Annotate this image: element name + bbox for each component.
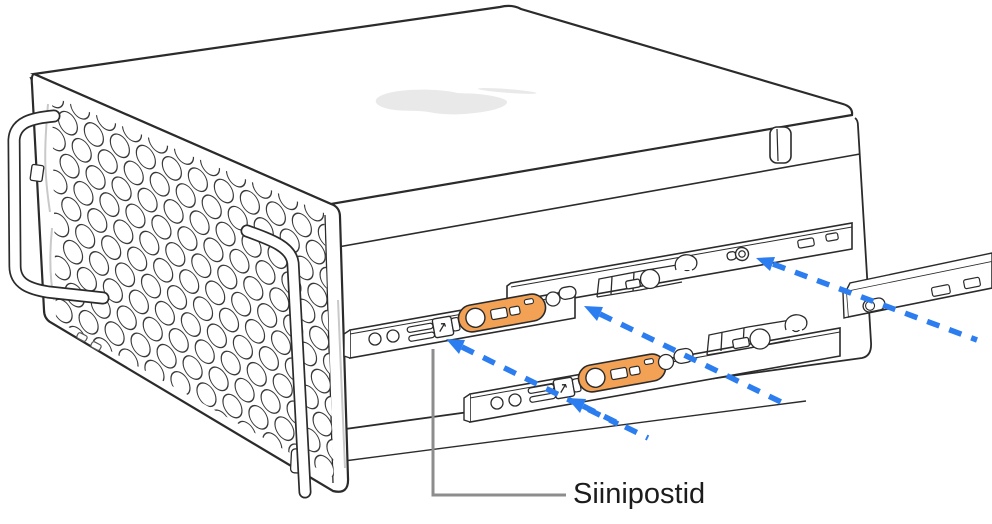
apple-logo-icon: [375, 88, 537, 115]
left-slide-rail: [343, 285, 577, 359]
slide-rails: [343, 252, 992, 423]
front-grille-panel: [29, 72, 350, 493]
rail-latch-mechanism: [706, 314, 808, 356]
detached-rail: [842, 252, 992, 319]
arrow-dash-line: [598, 311, 785, 406]
rail-latch-mechanism: [596, 254, 698, 298]
left-handle: [7, 109, 110, 305]
mac-pro-body: [7, 4, 872, 499]
callout-line: [431, 349, 566, 497]
vent-slots: [76, 332, 102, 351]
arrow-dash-line: [772, 261, 978, 343]
grille-holes: [52, 96, 334, 478]
side-panel: [337, 117, 872, 462]
arrow-dash-line: [581, 403, 650, 441]
callout-label: Siinipostid: [573, 478, 706, 510]
arrowhead-icon: [756, 257, 775, 271]
power-button: [769, 126, 792, 164]
arrowhead-icon: [446, 339, 465, 354]
lower-slide-rail: [463, 314, 841, 423]
right-handle: [240, 224, 312, 499]
arrowhead-icon: [567, 398, 586, 413]
arrowhead-icon: [584, 306, 603, 321]
attach-direction-arrows: [446, 257, 978, 441]
